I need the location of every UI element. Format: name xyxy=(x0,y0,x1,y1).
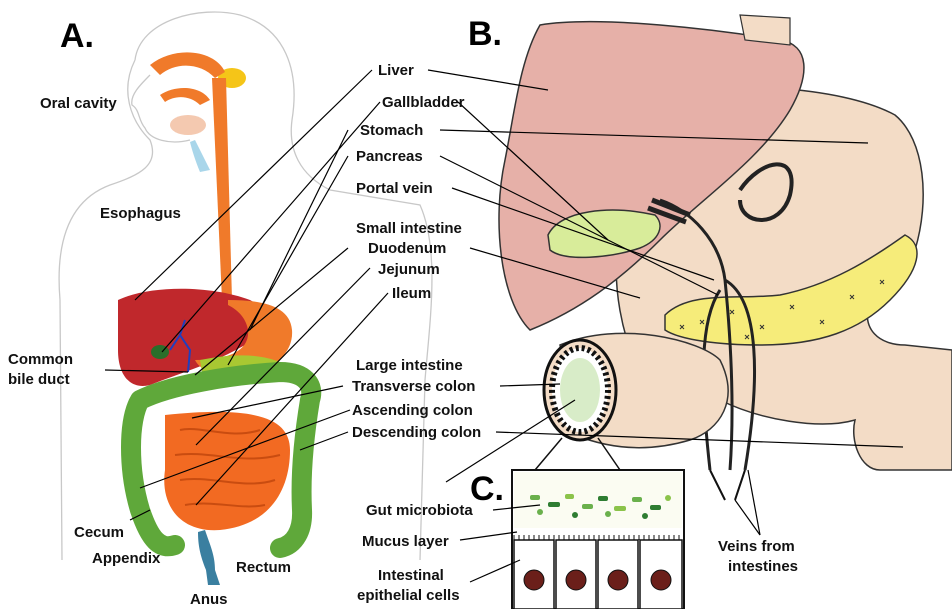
trachea-shape xyxy=(190,140,210,172)
oral-cavity-shape xyxy=(150,52,225,78)
label-common-bile-duct-2: bile duct xyxy=(8,371,70,388)
epithelial-cells xyxy=(514,535,682,609)
panel-label-a: A. xyxy=(60,17,94,55)
aorta-top-shape xyxy=(740,15,790,45)
label-pancreas: Pancreas xyxy=(356,148,423,165)
mucus-layer-region xyxy=(514,472,682,528)
label-ascending-colon: Ascending colon xyxy=(352,402,473,419)
label-transverse-colon: Transverse colon xyxy=(352,378,475,395)
label-oral-cavity: Oral cavity xyxy=(40,95,117,112)
label-gallbladder: Gallbladder xyxy=(382,94,465,111)
label-veins-2: intestines xyxy=(728,558,798,575)
label-epithelial-2: epithelial cells xyxy=(357,587,460,604)
label-large-intestine: Large intestine xyxy=(356,357,463,374)
label-gut-microbiota: Gut microbiota xyxy=(366,502,473,519)
label-epithelial-1: Intestinal xyxy=(378,567,444,584)
label-mucus-layer: Mucus layer xyxy=(362,533,449,550)
panel-c-inset xyxy=(512,438,684,609)
label-rectum: Rectum xyxy=(236,559,291,576)
label-small-intestine: Small intestine xyxy=(356,220,462,237)
rectum-a-shape xyxy=(198,530,220,585)
tongue-shape xyxy=(160,88,210,105)
label-cecum: Cecum xyxy=(74,524,124,541)
label-anus: Anus xyxy=(190,591,228,608)
label-appendix: Appendix xyxy=(92,550,161,567)
panel-label-c: C. xyxy=(470,470,504,508)
intestinal-veins-shape xyxy=(710,470,745,500)
label-common-bile-duct-1: Common xyxy=(8,351,73,368)
label-portal-vein: Portal vein xyxy=(356,180,433,197)
panel-b-illustration xyxy=(499,15,952,500)
intestine-lumen xyxy=(560,358,600,422)
label-descending-colon: Descending colon xyxy=(352,424,481,441)
throat-shape xyxy=(170,115,206,135)
esophagus-shape xyxy=(212,78,232,300)
label-stomach: Stomach xyxy=(360,122,423,139)
label-ileum: Ileum xyxy=(392,285,431,302)
panel-label-b: B. xyxy=(468,15,502,53)
label-veins-1: Veins from xyxy=(718,538,795,555)
label-jejunum: Jejunum xyxy=(378,261,440,278)
label-liver: Liver xyxy=(378,62,414,79)
label-esophagus: Esophagus xyxy=(100,205,181,222)
label-duodenum: Duodenum xyxy=(368,240,446,257)
